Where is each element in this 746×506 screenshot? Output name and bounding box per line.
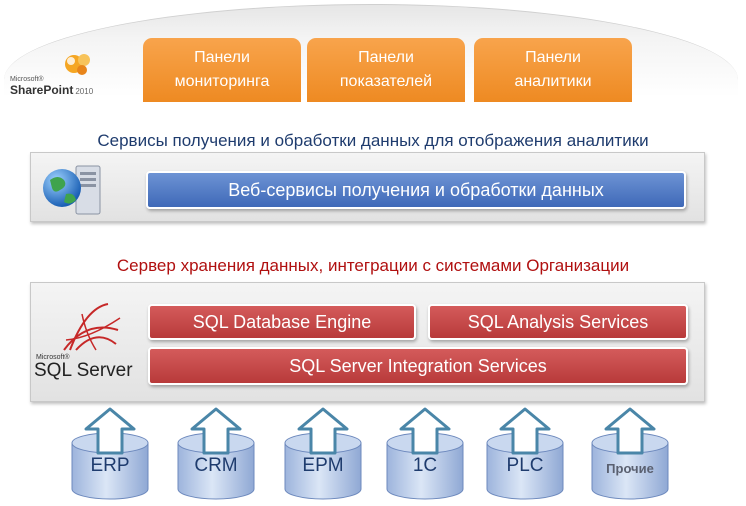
source-erp: ERP [70, 405, 150, 503]
tab-analytics-panels: Панели аналитики [474, 38, 632, 102]
sql-product-label: SQL Server [34, 360, 133, 381]
tab-indicator-panels: Панели показателей [307, 38, 465, 102]
sharepoint-microsoft-label: Microsoft® [10, 76, 44, 83]
database-cylinder-arrow-icon [177, 407, 255, 500]
tab-monitoring-line1: Панели [194, 49, 250, 66]
sql-server-heading: Сервер хранения данных, интеграции с сис… [116, 256, 630, 275]
database-cylinder-arrow-icon [284, 407, 362, 500]
tab-analytics-line1: Панели [525, 49, 581, 66]
source-1c: 1C [385, 405, 465, 503]
web-services-heading: Сервисы получения и обработки данных для… [97, 131, 649, 150]
tab-indicator-line1: Панели [358, 49, 414, 66]
tab-monitoring-line2: мониторинга [174, 73, 270, 90]
sql-integration-services-bar: SQL Server Integration Services [148, 347, 688, 385]
source-label: ERP [90, 455, 130, 476]
tab-monitoring-panels: Панели мониторинга [143, 38, 301, 102]
database-cylinder-arrow-icon [591, 407, 669, 500]
sql-microsoft-label: Microsoft® [36, 354, 70, 361]
tab-indicator-line2: показателей [339, 73, 433, 90]
database-cylinder-arrow-icon [486, 407, 564, 500]
sql-server-emblem-icon [63, 303, 121, 351]
source-plc: PLC [485, 405, 565, 503]
database-cylinder-arrow-icon [386, 407, 464, 500]
source-label: Прочие [606, 461, 654, 476]
database-cylinder-arrow-icon [71, 407, 149, 500]
source-other: Прочие [590, 405, 670, 503]
sql-analysis-services-bar: SQL Analysis Services [428, 304, 688, 340]
source-label: EPM [302, 455, 344, 476]
source-label: CRM [194, 455, 238, 476]
globe-server-icon [43, 165, 101, 215]
source-epm: EPM [283, 405, 363, 503]
tab-analytics-line2: аналитики [514, 73, 592, 90]
sharepoint-emblem-icon [65, 54, 90, 75]
source-label: 1C [412, 455, 438, 476]
sharepoint-year-label: 2010 [75, 87, 94, 96]
sql-server-logo: Microsoft® SQL Server [34, 300, 144, 390]
sql-database-engine-bar: SQL Database Engine [148, 304, 416, 340]
web-services-bar: Веб-сервисы получения и обработки данных [146, 171, 686, 209]
source-crm: CRM [176, 405, 256, 503]
source-label: PLC [506, 455, 544, 476]
